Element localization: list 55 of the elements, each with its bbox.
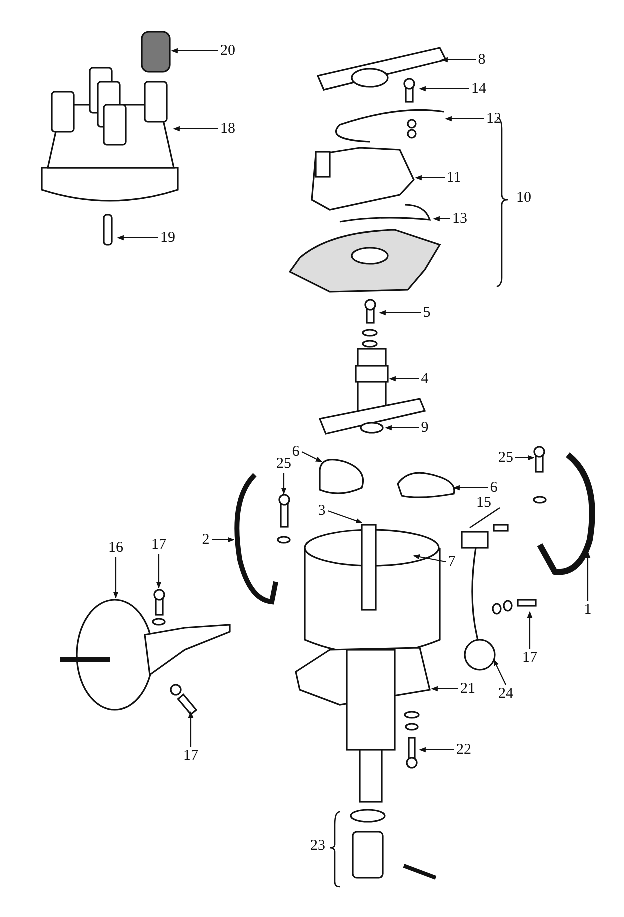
callout-number: 10 bbox=[516, 190, 532, 206]
leader-line bbox=[494, 659, 506, 686]
callout-number: 5 bbox=[423, 305, 431, 321]
callout-number: 25 bbox=[276, 456, 292, 472]
callout-number: 19 bbox=[160, 230, 176, 246]
leader-line bbox=[328, 510, 363, 524]
callout-number: 13 bbox=[452, 211, 468, 227]
leader-line bbox=[212, 537, 235, 543]
leader-line bbox=[188, 711, 194, 747]
callout-number: 6 bbox=[292, 444, 300, 460]
callout-number: 7 bbox=[448, 554, 456, 570]
leader-line bbox=[413, 554, 446, 563]
callout-number: 6 bbox=[490, 480, 498, 496]
callout-number: 3 bbox=[318, 503, 326, 519]
callout-number: 11 bbox=[446, 170, 462, 186]
callout-number: 23 bbox=[310, 838, 326, 854]
callout-number: 16 bbox=[108, 540, 124, 556]
leader-line bbox=[173, 126, 218, 132]
callout-number: 17 bbox=[522, 650, 538, 666]
leader-line bbox=[389, 376, 419, 382]
callout-number: 24 bbox=[498, 686, 514, 702]
leader-line bbox=[113, 557, 119, 599]
leader-line bbox=[302, 452, 323, 462]
leader-line bbox=[585, 551, 591, 601]
leader-line bbox=[171, 48, 218, 54]
leader-line bbox=[431, 686, 458, 692]
leader-line bbox=[281, 473, 287, 495]
leader-line bbox=[516, 455, 535, 461]
leader-line bbox=[453, 485, 488, 491]
callout-number: 4 bbox=[421, 371, 429, 387]
callout-number: 17 bbox=[152, 537, 166, 553]
callout-number: 12 bbox=[486, 111, 502, 127]
leader-line bbox=[379, 310, 421, 316]
leader-line bbox=[419, 86, 470, 92]
leader-line bbox=[385, 425, 419, 431]
callout-number: 17 bbox=[184, 748, 198, 764]
callout-number: 2 bbox=[202, 532, 210, 548]
leader-line bbox=[419, 747, 454, 753]
leader-line bbox=[433, 216, 450, 222]
leader-line bbox=[441, 57, 476, 63]
leader-line bbox=[156, 554, 162, 589]
leader-line bbox=[445, 116, 484, 122]
callout-number: 20 bbox=[220, 43, 236, 59]
callout-number: 18 bbox=[220, 121, 236, 137]
leader-line bbox=[117, 235, 158, 241]
callout-number: 8 bbox=[478, 52, 486, 68]
callout-number: 22 bbox=[456, 742, 472, 758]
callout-number: 9 bbox=[421, 420, 429, 436]
callout-number: 25 bbox=[498, 450, 514, 466]
callout-number: 1 bbox=[584, 602, 592, 618]
callout-number: 15 bbox=[476, 495, 492, 511]
leader-line bbox=[415, 175, 445, 181]
callout-number: 14 bbox=[472, 81, 486, 97]
callout-number: 21 bbox=[460, 681, 476, 697]
leader-line bbox=[527, 611, 533, 649]
